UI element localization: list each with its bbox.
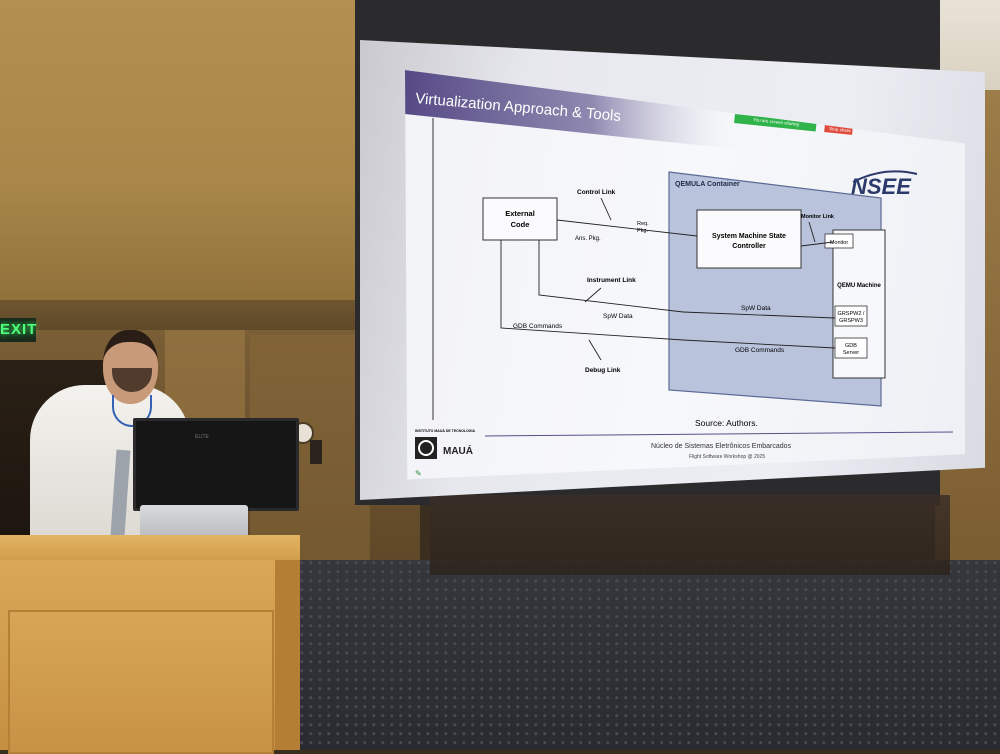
debug-link-label: Debug Link — [585, 367, 621, 374]
spw-data-right-label: SpW Data — [741, 305, 771, 312]
laptop — [140, 505, 248, 539]
podium-top — [0, 535, 300, 563]
gdb-commands-right-label: GDB Commands — [735, 347, 785, 354]
grspw-line-1: GRSPW2 / — [838, 311, 865, 317]
maua-logo: MAUÁ — [443, 444, 473, 457]
instrument-link-label: Instrument Link — [587, 277, 636, 284]
footer-institute: INSTITUTO MAUÁ DE TECNOLOGIA — [415, 428, 475, 433]
podium-side — [275, 560, 300, 750]
monitor-connector — [800, 241, 834, 247]
controller-line-2: Controller — [732, 243, 766, 250]
req-pkg-line-2: Pkg. — [637, 228, 648, 234]
chair-row — [430, 495, 950, 575]
title-band — [405, 70, 745, 150]
footer-subtitle: Flight Software Workshop @ 2025 — [689, 454, 765, 460]
podium-monitor — [133, 418, 299, 511]
spw-data-left-label: SpW Data — [603, 313, 633, 320]
slide-diagram: Virtualization Approach & Tools You are … — [405, 70, 954, 478]
left-wall — [0, 0, 360, 330]
source-caption: Source: Authors. — [695, 418, 758, 428]
gdb-server-line-1: GDB — [845, 343, 857, 349]
stop-share-label: Stop share — [829, 126, 852, 133]
instrument-connector-left — [538, 240, 684, 313]
presentation-slide: Virtualization Approach & Tools You are … — [405, 70, 965, 480]
req-pkg-line-1: Req. — [637, 221, 649, 227]
presenter-head — [103, 330, 158, 404]
monitor-box — [824, 233, 854, 249]
monitor-link-label: Monitor Link — [801, 214, 835, 220]
lanyard — [112, 395, 152, 427]
podium-panel — [8, 610, 274, 754]
spw-connector-right — [682, 311, 836, 319]
grspw-box — [834, 305, 868, 327]
instrument-link-pointer — [584, 287, 602, 303]
controller-box — [696, 209, 802, 269]
external-code-box — [482, 197, 558, 241]
monitor-brand: ELITE — [195, 434, 209, 440]
control-link-label: Control Link — [577, 189, 616, 196]
external-code-line-1: External — [505, 209, 535, 218]
wall-outlet — [310, 440, 322, 464]
controller-line-1: System Machine State — [712, 233, 786, 240]
screen-sharing-bar[interactable] — [734, 114, 817, 132]
exit-sign: EXIT — [0, 318, 36, 342]
maua-emblem-ring — [418, 440, 434, 456]
gdb-commands-left-label: GDB Commands — [513, 323, 563, 330]
connectors — [500, 197, 836, 361]
nsee-swoosh — [852, 170, 918, 183]
grspw-line-2: GRSPW3 — [839, 318, 863, 324]
container-label: QEMULA Container — [675, 181, 740, 188]
gdb-server-line-2: Server — [843, 350, 859, 356]
footer-center: Núcleo de Sistemas Eletrônicos Embarcado… — [651, 443, 792, 450]
monitor-link-pointer — [808, 221, 816, 243]
monitor-label: Monitor — [830, 240, 849, 246]
gdb-connector-left — [500, 240, 684, 341]
external-code-line-2: Code — [511, 220, 530, 229]
qemu-machine-label: QEMU Machine — [837, 283, 881, 289]
ans-pkg-label: Ans. Pkg. — [575, 236, 601, 242]
pen-tool-icon[interactable]: ✎ — [415, 469, 422, 478]
control-connector — [556, 219, 698, 237]
gdb-connector-right — [682, 339, 836, 349]
control-link-pointer — [600, 197, 612, 221]
debug-link-pointer — [588, 339, 602, 361]
footer-rule — [484, 431, 954, 437]
screen-sharing-text: You are screen sharing — [753, 117, 800, 127]
carpet-floor — [300, 560, 1000, 750]
